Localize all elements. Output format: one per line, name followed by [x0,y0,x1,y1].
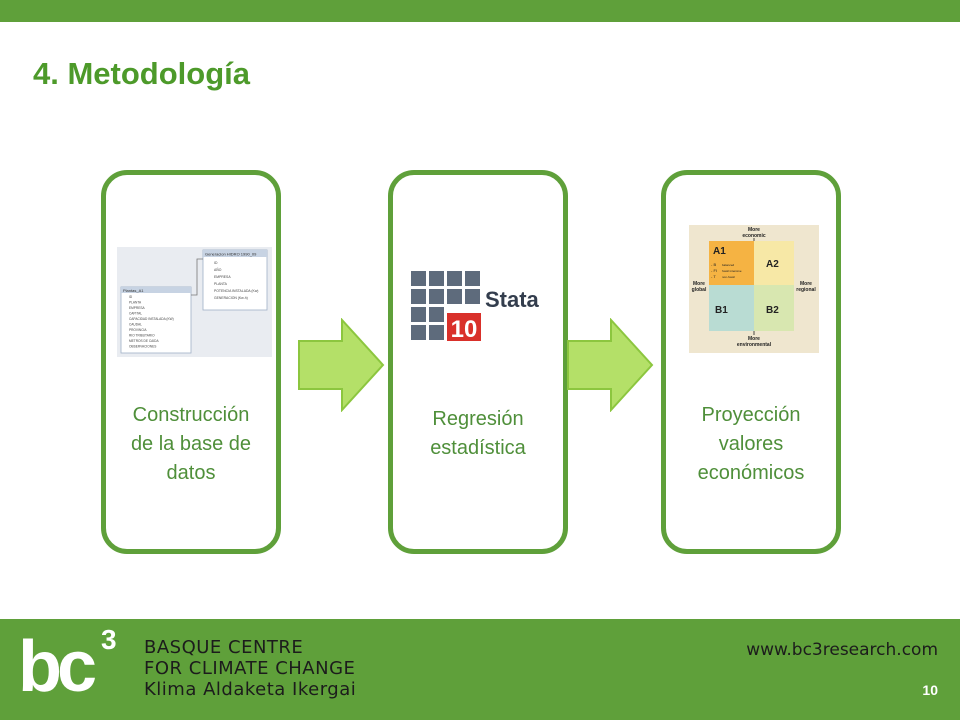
svg-text:Stata: Stata [485,287,540,312]
svg-text:global: global [692,287,707,293]
top-bar [0,0,960,22]
svg-text:A1: A1 [713,246,726,257]
svg-text:ID: ID [129,295,133,299]
svg-text:balanced: balanced [722,263,735,267]
svg-text:Generacion HIDRO 1990_09: Generacion HIDRO 1990_09 [205,252,257,257]
svg-text:non-fossil: non-fossil [722,275,735,279]
svg-text:PLANTA: PLANTA [214,282,228,286]
org-name-line1: BASQUE CENTRE [144,637,304,658]
svg-text:EMPRESA: EMPRESA [129,306,145,310]
svg-text:More: More [693,281,705,287]
svg-text:GENERACION (Kw-h): GENERACION (Kw-h) [214,296,248,300]
svg-text:fossil intensive: fossil intensive [722,269,742,273]
svg-text:B1: B1 [715,305,728,316]
svg-text:More: More [748,336,760,342]
svg-text:CAPITAL: CAPITAL [129,312,142,316]
svg-text:RIO TRIBUTARIO: RIO TRIBUTARIO [129,334,155,338]
slide-title: 4. Metodología [33,56,250,91]
step-label-projection: Proyección valores económicos [697,404,805,484]
svg-text:economic: economic [742,233,766,239]
svg-text:EMPRESA: EMPRESA [214,275,231,279]
svg-text:More: More [748,227,760,233]
svg-text:PROVINCIA: PROVINCIA [129,328,147,332]
svg-text:B2: B2 [766,305,779,316]
stata-logo-icon: 10 Stata [407,263,547,350]
step-box-database: Generacion HIDRO 1990_09 ID AÑO EMPRESA … [101,170,281,554]
svg-text:ID: ID [214,261,218,265]
svg-text:A2: A2 [766,259,779,270]
arrow-right-icon [567,318,654,412]
svg-text:environmental: environmental [737,342,772,348]
svg-text:AÑO: AÑO [214,267,222,272]
arrow-right-icon [298,318,385,412]
step-label-regression: Regresión estadística [430,408,526,459]
page-number: 10 [922,682,938,698]
org-name-line2: FOR CLIMATE CHANGE [144,658,356,679]
scenario-quadrant-icon: More economic A1 A2 B1 B2 - B - FI - T b… [689,225,819,358]
svg-text:METROS DE CAIDA: METROS DE CAIDA [129,339,159,343]
svg-text:CAPACIDAD INSTALADA (KW): CAPACIDAD INSTALADA (KW) [129,317,174,321]
step-box-regression: 10 Stata Regresión estadística [388,170,568,554]
svg-text:regional: regional [796,287,816,293]
svg-text:PLANTA: PLANTA [129,301,142,305]
website-link[interactable]: www.bc3research.com [746,640,938,660]
svg-text:POTENCIA INSTALADA (Kw): POTENCIA INSTALADA (Kw) [214,289,258,293]
svg-text:- FI: - FI [711,268,717,273]
svg-text:- T: - T [711,274,716,279]
svg-text:OBSERVACIONES: OBSERVACIONES [129,345,156,349]
bc3-logo: bc [18,627,97,707]
svg-text:CAUDAL: CAUDAL [129,323,142,327]
bc3-logo-superscript: 3 [101,624,117,655]
footer-bar [0,619,960,720]
org-name-line3: Klima Aldaketa Ikergai [144,679,357,700]
svg-text:10: 10 [451,316,478,343]
svg-text:- B: - B [711,262,716,267]
step-label-database: Construcción de la base de datos [130,404,252,484]
database-schema-icon: Generacion HIDRO 1990_09 ID AÑO EMPRESA … [117,247,272,362]
svg-text:More: More [800,281,812,287]
svg-text:Plantas_A1: Plantas_A1 [123,288,144,293]
step-box-projection: More economic A1 A2 B1 B2 - B - FI - T b… [661,170,841,554]
